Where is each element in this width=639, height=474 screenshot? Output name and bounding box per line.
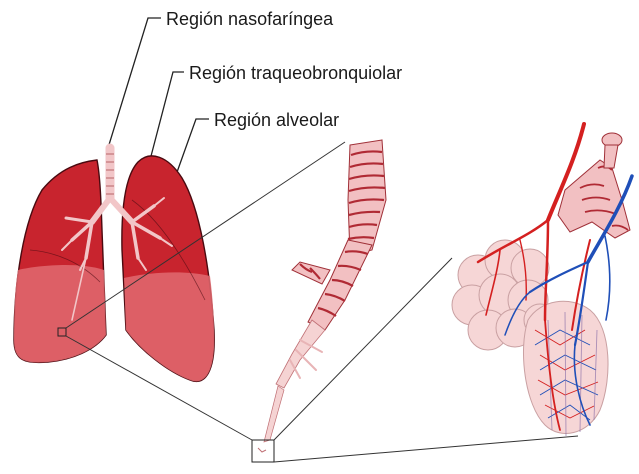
right-lung-lower-shade [124,272,214,381]
alveolar-sac-right [523,301,608,436]
alveolar-duct [558,133,630,238]
label-alveolar-group: Región alveolar [176,110,339,175]
leader-line-tracheobronchiolar [150,72,184,160]
respiratory-bronchiole [264,386,284,442]
leader-line-alveolar [176,119,209,175]
lungs [14,148,214,381]
label-tracheobronchiolar: Región traqueobronquiolar [189,63,402,83]
magnified-airway [252,140,386,462]
label-alveolar: Región alveolar [214,110,339,130]
leader-line-nasopharyngeal [108,18,161,148]
label-nasopharyngeal: Región nasofaríngea [166,9,334,29]
alveolar-sacs [452,124,632,436]
airway-branch [292,262,330,284]
